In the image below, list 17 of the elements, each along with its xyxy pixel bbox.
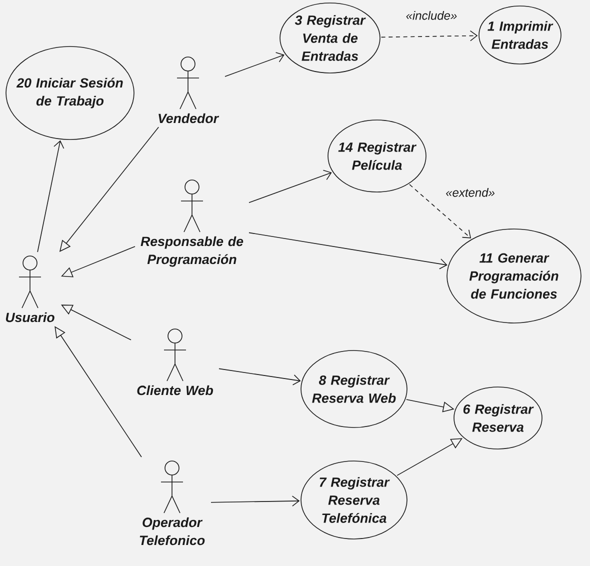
dashed-arrow — [380, 30, 478, 42]
generalization-arrow — [61, 246, 136, 278]
generalization-arrow — [61, 304, 132, 340]
actor-name: Responsable de Programación — [140, 236, 244, 267]
arrow — [218, 368, 301, 386]
arrow — [224, 52, 284, 77]
arrow — [248, 170, 332, 204]
arrow — [248, 232, 448, 270]
arrow — [210, 496, 300, 506]
edge-label: «extend» — [444, 186, 496, 198]
actor-name: Vendedor — [158, 113, 220, 124]
actor-name: Cliente Web — [137, 385, 214, 396]
actor-name: Operador Telefonico — [140, 517, 205, 546]
dashed-arrow — [409, 184, 472, 238]
actor-name: Usuario — [6, 312, 54, 322]
edge-label: «include» — [404, 10, 459, 22]
arrow — [37, 140, 64, 252]
